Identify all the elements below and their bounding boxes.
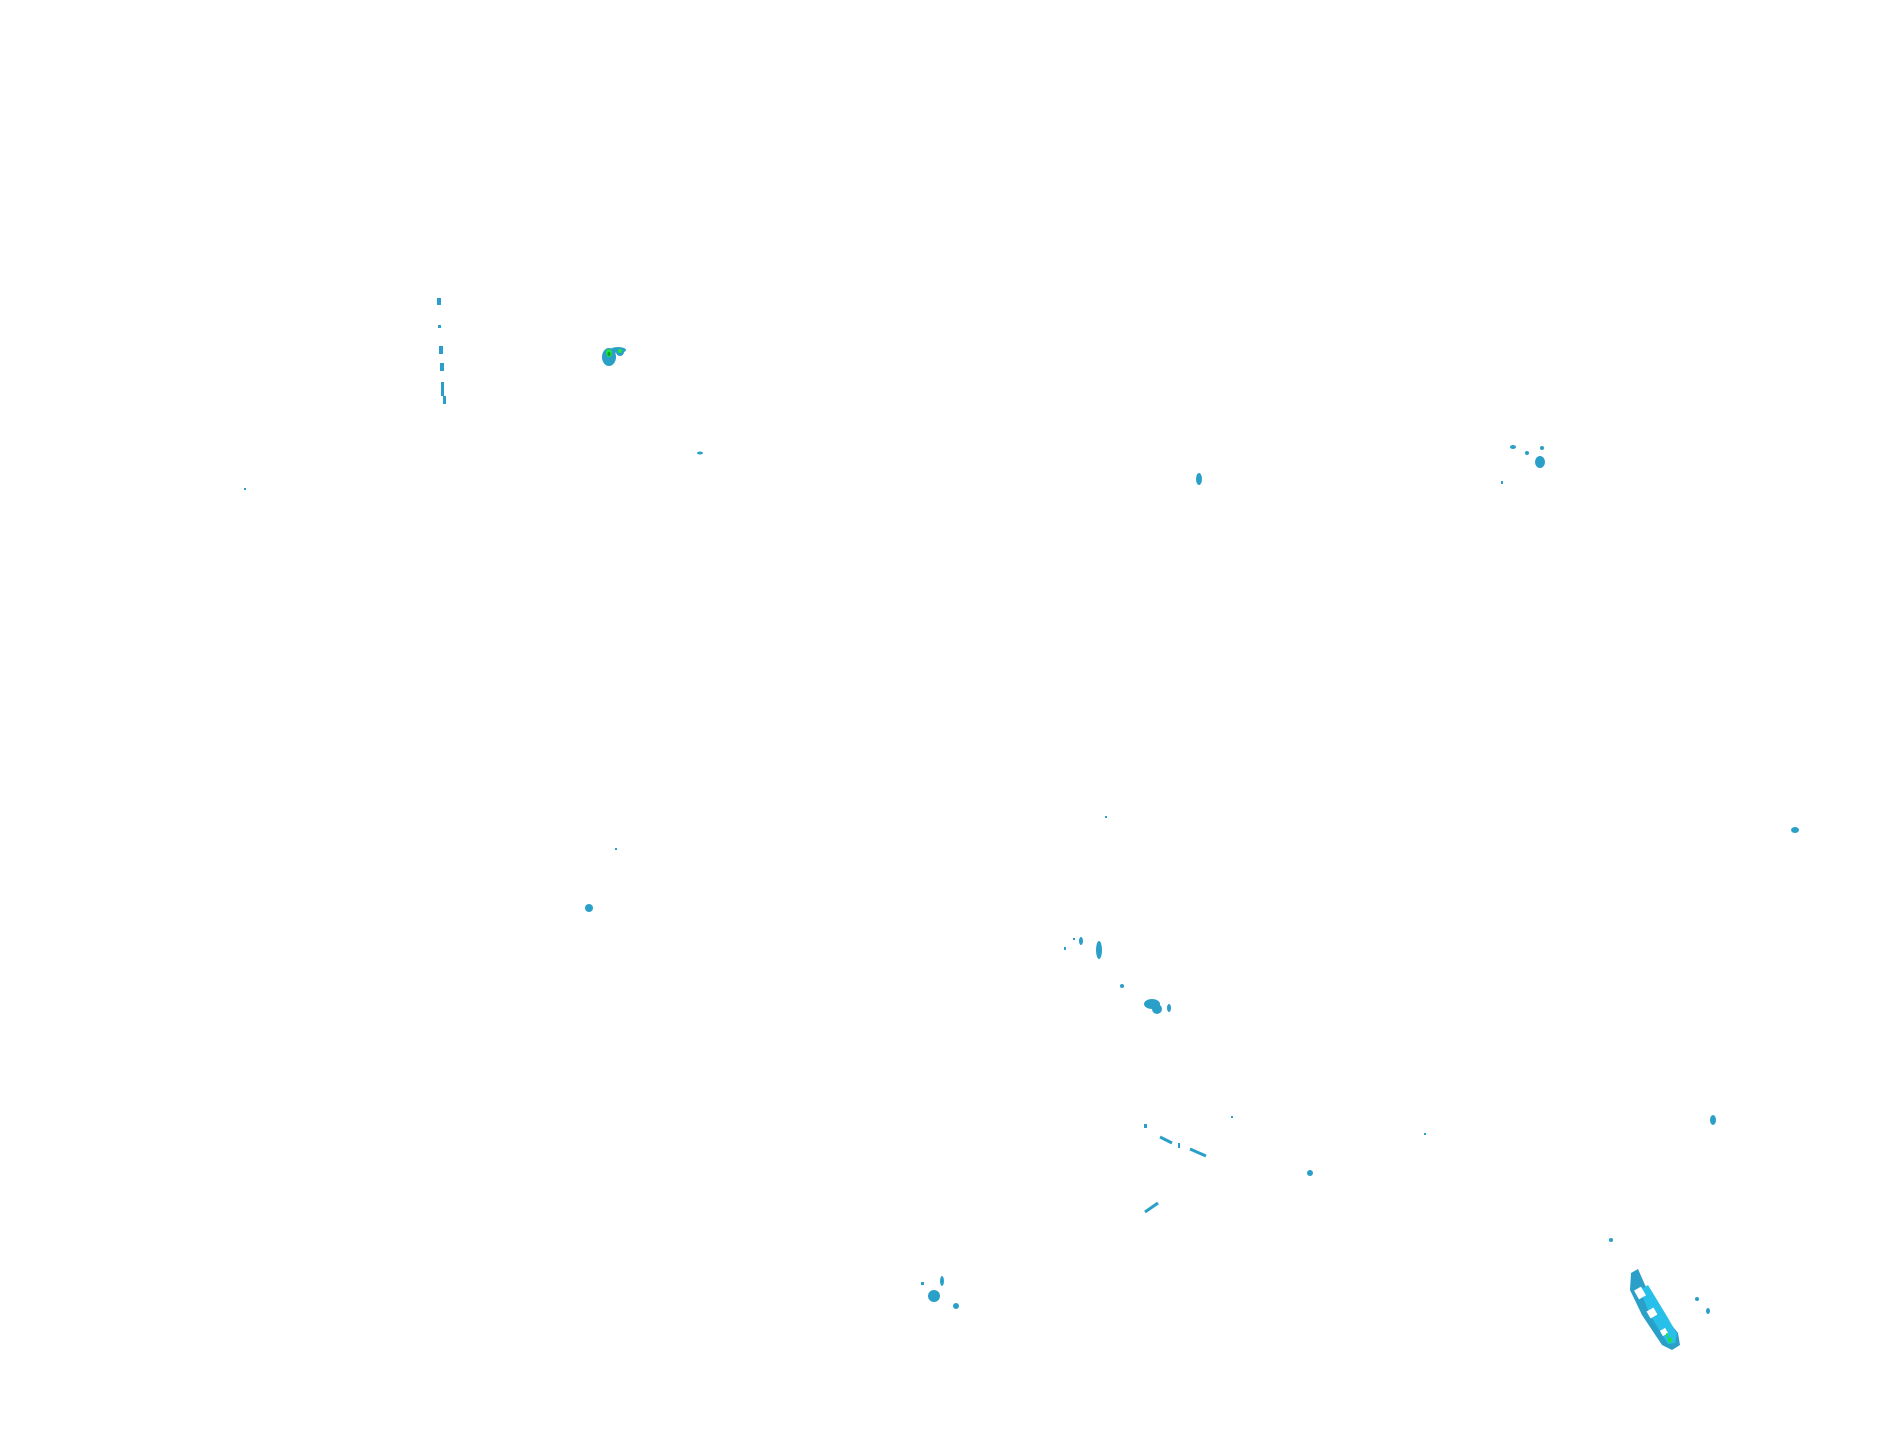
echo-band-large (1630, 1269, 1680, 1350)
echo-scattered (244, 445, 1799, 1314)
echo-vertical-line (437, 298, 446, 404)
echo-cell-green (602, 347, 626, 366)
